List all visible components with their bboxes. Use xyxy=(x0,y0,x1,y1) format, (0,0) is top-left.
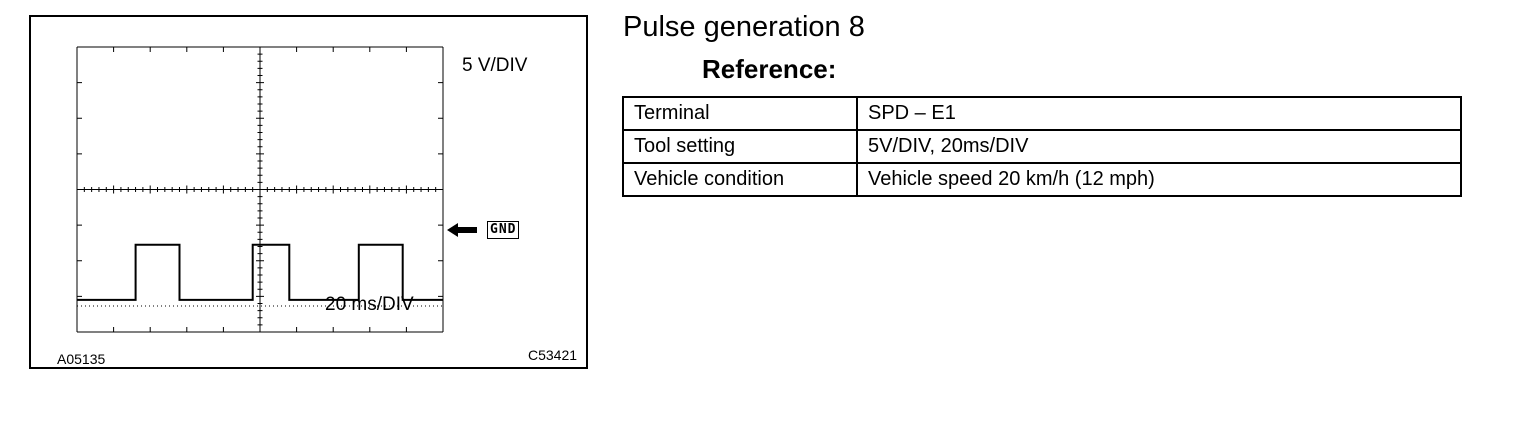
row-value: SPD – E1 xyxy=(856,96,1462,131)
pulse-waveform-trace xyxy=(77,243,443,301)
volts-per-div-label: 5 V/DIV xyxy=(462,55,528,76)
oscilloscope-screen xyxy=(76,46,444,333)
oscilloscope-figure: 5 V/DIV 20 ms/DIV GND A05135 C53421 xyxy=(29,15,588,369)
scope-graticule xyxy=(76,46,444,333)
row-label: Tool setting xyxy=(622,129,858,164)
time-per-div-label: 20 ms/DIV xyxy=(325,294,414,315)
left-arrow-icon xyxy=(447,223,477,237)
row-label: Terminal xyxy=(622,96,858,131)
row-label: Vehicle condition xyxy=(622,162,858,197)
page-title: Pulse generation 8 xyxy=(623,11,865,43)
ground-level-marker: GND xyxy=(447,219,520,241)
ground-symbol: GND xyxy=(487,221,520,239)
row-value: Vehicle speed 20 km/h (12 mph) xyxy=(856,162,1462,197)
figure-code-left: A05135 xyxy=(57,351,106,367)
figure-code-right: C53421 xyxy=(528,347,578,363)
reference-heading: Reference: xyxy=(702,54,837,84)
table-row: Tool setting 5V/DIV, 20ms/DIV xyxy=(622,129,1462,164)
reference-table: Terminal SPD – E1 Tool setting 5V/DIV, 2… xyxy=(622,96,1462,197)
table-row: Terminal SPD – E1 xyxy=(622,96,1462,131)
row-value: 5V/DIV, 20ms/DIV xyxy=(856,129,1462,164)
table-row: Vehicle condition Vehicle speed 20 km/h … xyxy=(622,162,1462,197)
